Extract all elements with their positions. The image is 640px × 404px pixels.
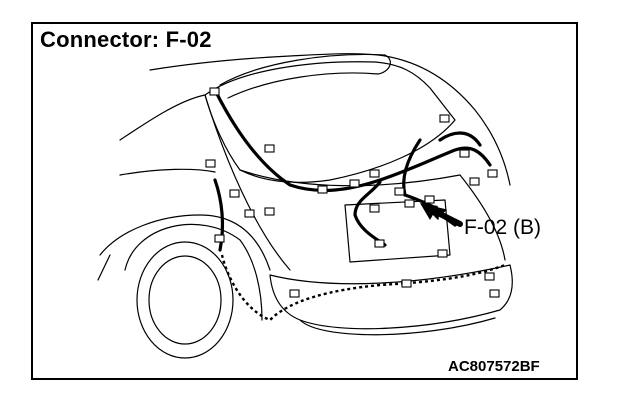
connector-callout-label: F-02 (B) [464,216,542,239]
rear-bumper [269,264,513,330]
wiring-harness [213,88,492,252]
rear-wheel-inner [148,255,222,345]
quarter-panel [99,214,271,271]
roof-outline [149,53,511,186]
c-pillar [204,94,291,271]
connector-blocks [205,87,500,298]
spoiler [219,53,391,99]
body-bottom [97,254,111,281]
tailgate-lower [239,169,506,261]
connector-title: Connector: F-02 [40,27,212,52]
callout-arrow [420,203,463,227]
figure-code: AC807572BF [448,358,540,375]
body-side [119,94,206,141]
rear-wheel [136,241,234,359]
wheel-arch [124,223,263,321]
bumper-harness [220,254,506,322]
bumper-lower [299,317,496,336]
side-crease [119,168,216,176]
